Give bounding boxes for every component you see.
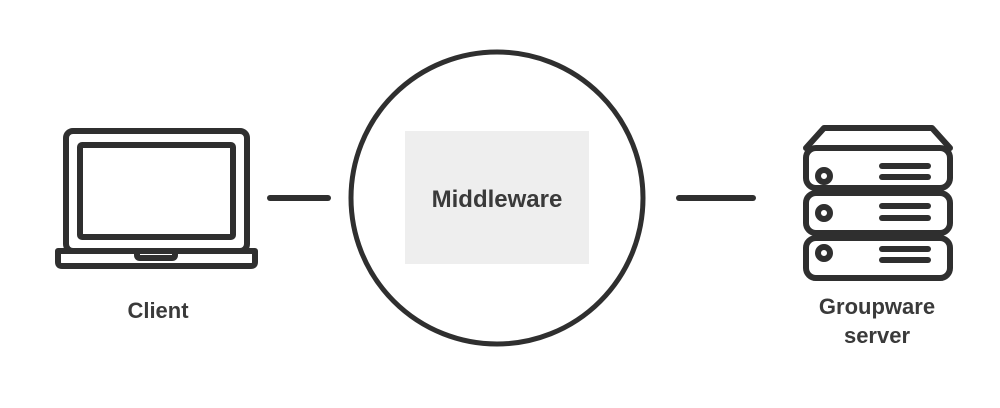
laptop-screen-outer (63, 128, 250, 254)
server-label-line2: server (844, 323, 911, 348)
middleware-label: Middleware (432, 186, 563, 213)
laptop-base (55, 248, 258, 269)
server-vent-lines (879, 163, 931, 263)
server-led-3 (815, 244, 833, 262)
laptop-screen-inner (77, 142, 236, 240)
server-stack-icon (803, 125, 953, 281)
server-unit-1 (803, 145, 953, 191)
server-unit-2 (803, 190, 953, 236)
laptop-icon (55, 128, 258, 269)
server-label-line1: Groupware (819, 294, 935, 319)
client-label: Client (127, 298, 189, 323)
laptop-trackpad-notch (134, 248, 178, 261)
server-led-2 (815, 204, 833, 222)
server-led-1 (815, 167, 833, 185)
server-unit-3 (803, 235, 953, 281)
middleware-box (405, 131, 589, 264)
server-top-cap (803, 125, 953, 151)
